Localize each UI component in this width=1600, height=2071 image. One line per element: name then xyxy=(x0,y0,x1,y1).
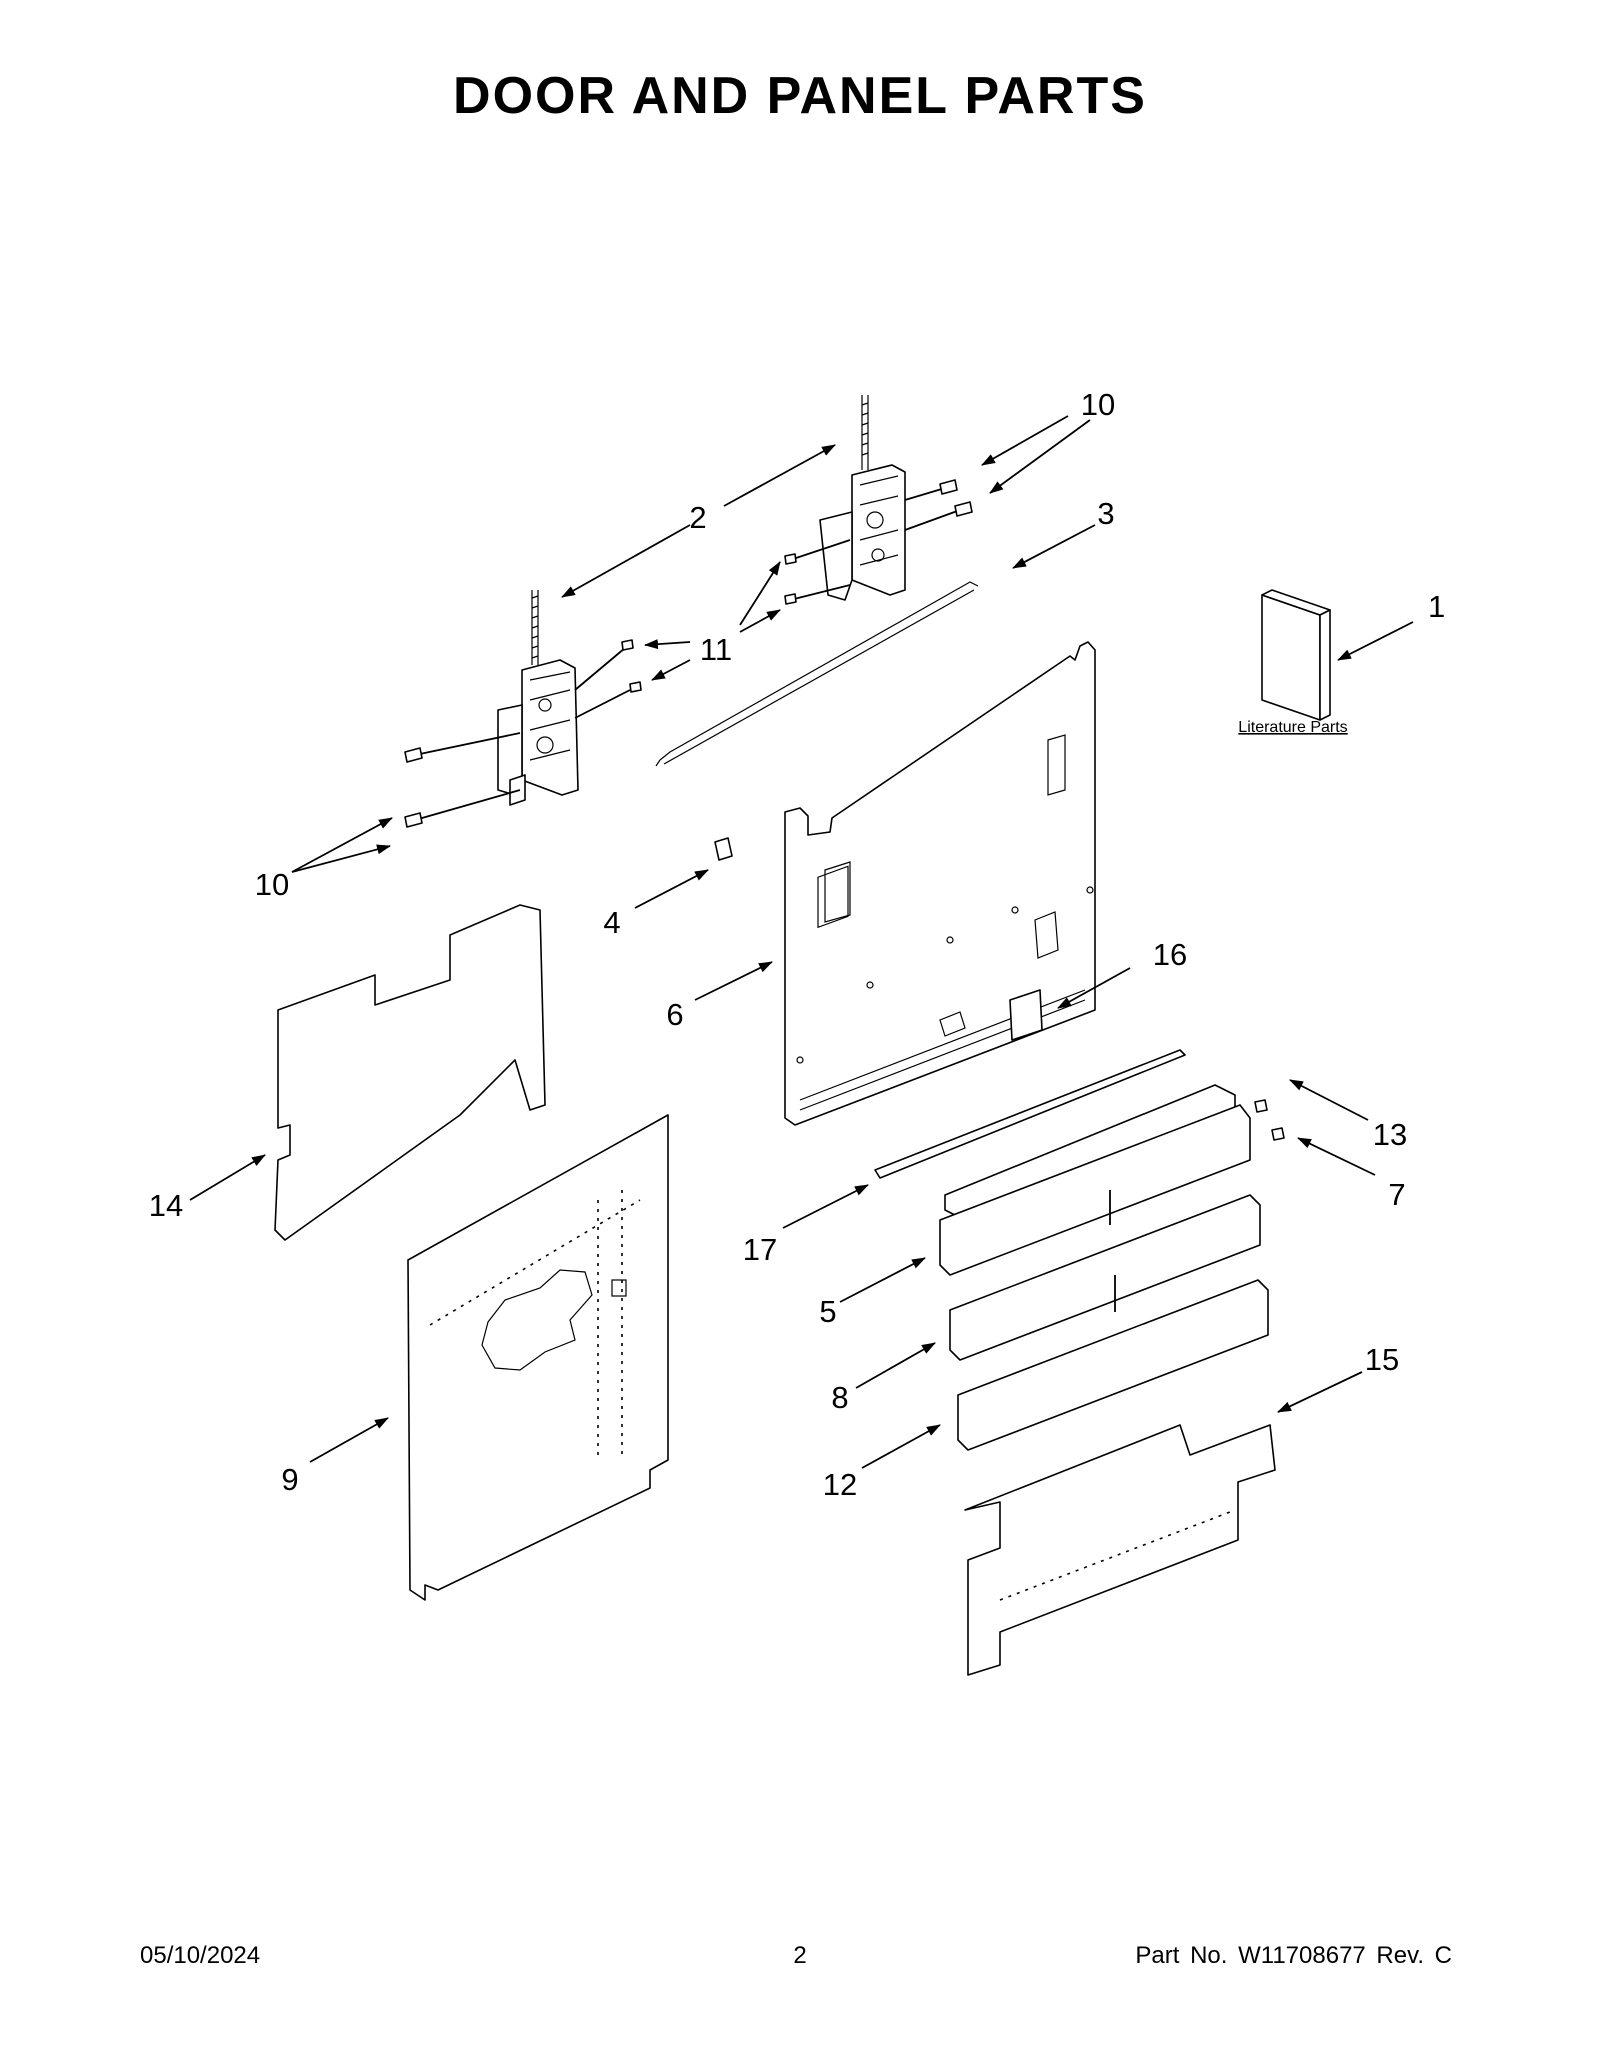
page-title: DOOR AND PANEL PARTS xyxy=(453,67,1147,125)
callout-14: 14 xyxy=(149,1188,183,1223)
callout-17: 17 xyxy=(743,1232,777,1267)
screw-part-4 xyxy=(714,837,733,861)
right-hinge-screws xyxy=(784,479,973,605)
footer-page-number: 2 xyxy=(793,1942,807,1969)
callout-2: 2 xyxy=(689,500,706,535)
literature-booklet-part xyxy=(1261,589,1331,721)
callout-16: 16 xyxy=(1153,937,1187,972)
leader-arrows xyxy=(189,415,1414,1469)
callout-15: 15 xyxy=(1365,1342,1399,1377)
callout-4: 4 xyxy=(603,905,620,940)
callout-5: 5 xyxy=(819,1294,836,1329)
callout-10-top: 10 xyxy=(1081,387,1115,422)
footer-part-number: Part No. W11708677 Rev. C xyxy=(1135,1942,1452,1969)
footer-date: 05/10/2024 xyxy=(140,1942,261,1969)
callout-10-left: 10 xyxy=(255,867,289,902)
screw-part-7 xyxy=(1271,1127,1285,1141)
screw-part-13 xyxy=(1254,1099,1268,1113)
callout-8: 8 xyxy=(831,1380,848,1415)
access-panel-part xyxy=(964,1424,1276,1676)
callout-13: 13 xyxy=(1373,1117,1407,1152)
toe-channel-part xyxy=(939,1104,1251,1276)
trim-part xyxy=(949,1194,1261,1361)
callout-9: 9 xyxy=(281,1462,298,1497)
link-rod-part xyxy=(655,581,979,767)
callout-1: 1 xyxy=(1428,589,1445,624)
gasket-strip-part xyxy=(874,1049,1186,1179)
inner-door-panel xyxy=(784,641,1096,1126)
literature-parts-label: Literature Parts xyxy=(1238,719,1347,736)
insulation-part xyxy=(274,904,546,1241)
callout-11: 11 xyxy=(700,632,732,667)
callout-3: 3 xyxy=(1097,496,1114,531)
right-hinge-assembly xyxy=(789,395,961,601)
callout-6: 6 xyxy=(666,997,683,1032)
left-hinge-assembly xyxy=(414,590,631,821)
outer-door-panel xyxy=(407,1114,669,1601)
kick-panel-part xyxy=(957,1279,1269,1451)
callout-7: 7 xyxy=(1388,1177,1405,1212)
callout-12: 12 xyxy=(823,1467,857,1502)
latch-part xyxy=(1009,989,1043,1041)
left-hinge-screws xyxy=(404,639,642,828)
